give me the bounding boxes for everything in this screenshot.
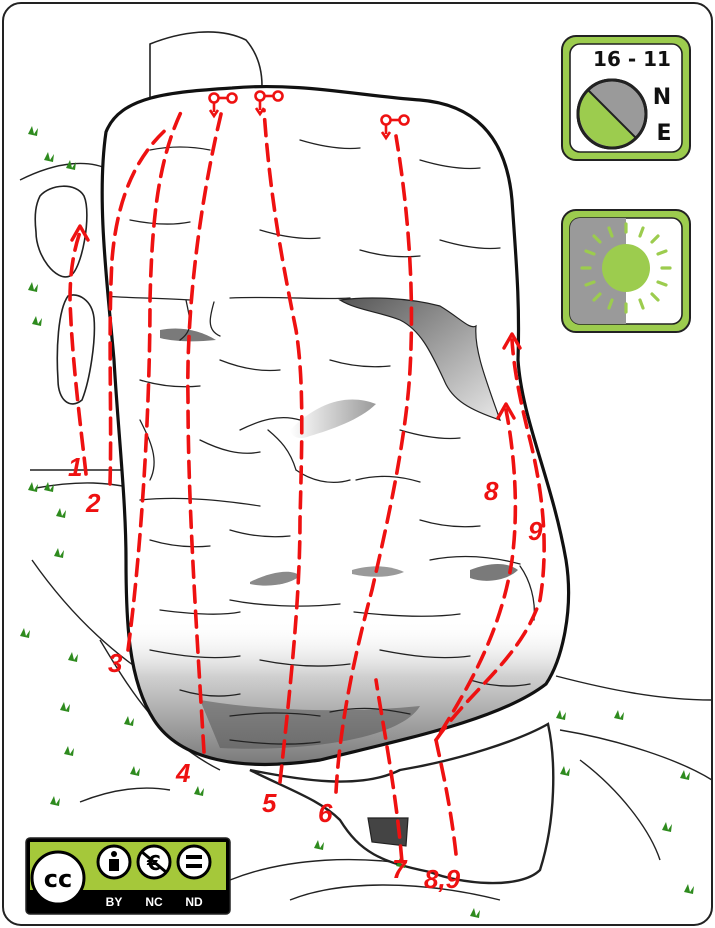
orientation-badge: 16 - 11 N E bbox=[562, 36, 690, 160]
route-label-4: 4 bbox=[175, 758, 191, 788]
lower-boulder-shadow bbox=[368, 818, 408, 846]
sun-badge bbox=[562, 210, 690, 332]
license-by: BY bbox=[106, 895, 123, 909]
route-label-3: 3 bbox=[108, 648, 123, 678]
route-label-6: 6 bbox=[318, 798, 333, 828]
license-nc: NC bbox=[145, 895, 163, 909]
route-label-89: 8,9 bbox=[424, 864, 461, 894]
route-label-1: 1 bbox=[68, 452, 82, 482]
cc-mark: cc bbox=[44, 865, 72, 893]
orientation-north: N bbox=[653, 85, 671, 110]
orientation-time: 16 - 11 bbox=[593, 47, 671, 71]
orientation-east: E bbox=[656, 121, 671, 146]
cc-license-badge: cc € BY NC ND bbox=[26, 838, 230, 914]
route-label-8: 8 bbox=[484, 476, 499, 506]
license-nd: ND bbox=[185, 895, 203, 909]
route-label-7: 7 bbox=[392, 854, 408, 884]
noderivatives-icon bbox=[178, 846, 210, 878]
route-label-2: 2 bbox=[85, 488, 101, 518]
route-label-5: 5 bbox=[262, 788, 277, 818]
route-label-9: 9 bbox=[528, 516, 543, 546]
